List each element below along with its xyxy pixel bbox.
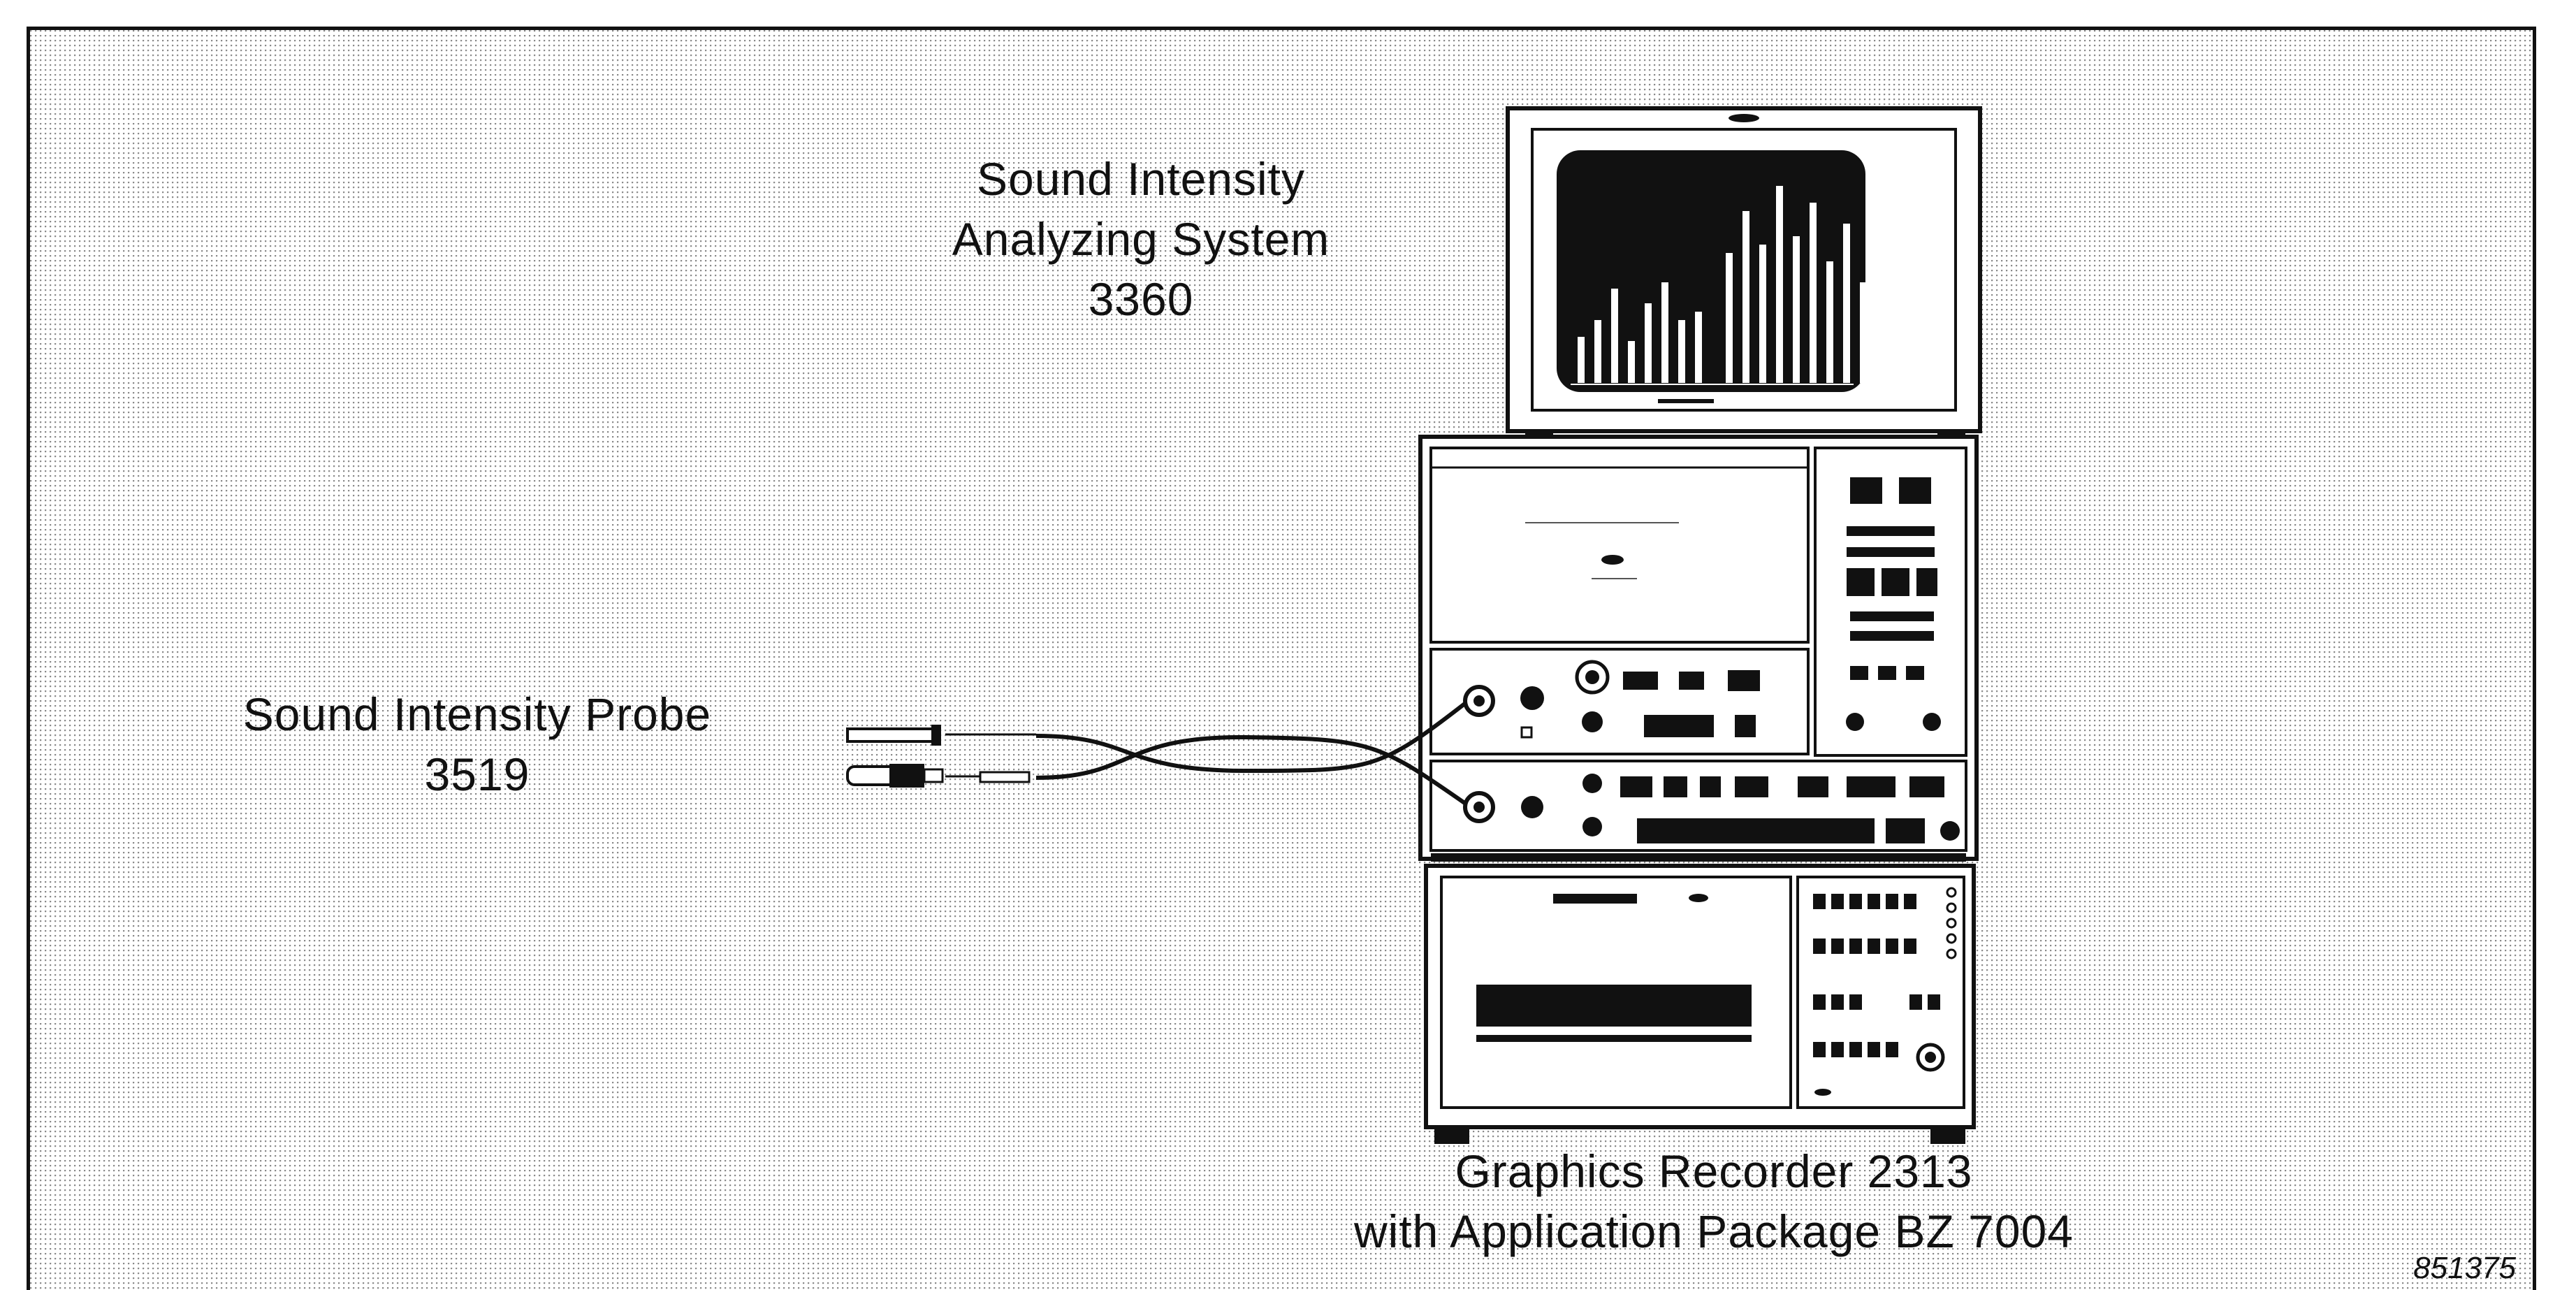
keypad-key	[1831, 994, 1844, 1010]
sound-intensity-probe	[846, 725, 1036, 788]
spectrum-bar	[1826, 261, 1833, 383]
figure-frame: Sound Intensity Analyzing System 3360 So…	[27, 27, 2536, 1290]
equipment-illustration	[846, 106, 1982, 1144]
monitor-screen	[1557, 150, 1865, 392]
spectrum-bar	[1776, 186, 1783, 383]
probe-label: Sound Intensity Probe 3519	[191, 684, 764, 804]
keypad-key	[1849, 1042, 1862, 1057]
indicator-lamp	[1946, 887, 1957, 898]
graphics-recorder	[1424, 864, 1976, 1144]
monitor-logo-icon	[1729, 114, 1759, 122]
analyzer-label-line2: Analyzing System	[952, 213, 1330, 265]
keypad-key	[1904, 894, 1916, 909]
keypad-key	[1928, 994, 1940, 1010]
paper-slot	[1476, 985, 1752, 1027]
keypad-key	[1849, 994, 1862, 1010]
spectrum-bar	[1611, 289, 1618, 383]
spectrum-bar	[1661, 282, 1668, 383]
keypad-key	[1886, 1042, 1898, 1057]
probe-cable	[1035, 700, 1468, 806]
keypad-key	[1849, 894, 1862, 909]
analyzer-label: Sound Intensity Analyzing System 3360	[820, 149, 1462, 329]
keypad-key	[1813, 938, 1826, 954]
probe-label-line1: Sound Intensity Probe	[242, 688, 712, 740]
recorder-label-line1: Graphics Recorder 2313	[1455, 1145, 1973, 1197]
keypad-key	[1904, 938, 1916, 954]
control-column	[1814, 447, 1967, 757]
probe-label-line2: 3519	[424, 748, 530, 800]
indicator-lamp	[1946, 918, 1957, 929]
display-monitor	[1506, 106, 1982, 447]
keypad-key	[1868, 1042, 1880, 1057]
spectrum-bar	[1742, 211, 1749, 383]
spectrum-bars	[1571, 186, 1867, 385]
keypad-key	[1831, 938, 1844, 954]
indicator-lamp	[1946, 948, 1957, 959]
keypad-key	[1886, 938, 1898, 954]
spectrum-bar	[1678, 320, 1685, 383]
cassette-module	[1429, 447, 1810, 644]
spectrum-bar	[1628, 341, 1635, 383]
spectrum-bar	[1726, 253, 1733, 383]
spectrum-bar	[1860, 282, 1867, 383]
keypad-key	[1831, 1042, 1844, 1057]
recorder-keypad	[1796, 876, 1965, 1109]
indicator-lamp	[1946, 933, 1957, 944]
keypad-key	[1831, 894, 1844, 909]
keypad-key	[1886, 894, 1898, 909]
recorder-label-line2: with Application Package BZ 7004	[1354, 1205, 2074, 1257]
analyzer-logo-icon	[1601, 555, 1624, 565]
keypad-key	[1909, 994, 1922, 1010]
keypad-key	[1813, 1042, 1826, 1057]
spectrum-bar	[1645, 303, 1652, 383]
spectrum-bar	[1695, 312, 1702, 383]
analyzer-label-line1: Sound Intensity	[977, 153, 1305, 205]
recorder-label: Graphics Recorder 2313 with Application …	[1218, 1141, 2210, 1261]
analyzer-label-line3: 3360	[1088, 273, 1194, 325]
spectrum-bar	[1759, 245, 1766, 383]
keypad-key	[1813, 894, 1826, 909]
spectrum-bar	[1578, 337, 1585, 383]
spectrum-bar	[1793, 236, 1800, 383]
keypad-key	[1813, 994, 1826, 1010]
keypad-key	[1868, 938, 1880, 954]
spectrum-bar	[1843, 224, 1850, 383]
indicator-lamp	[1946, 902, 1957, 913]
keypad-key	[1868, 894, 1880, 909]
spectrum-bar	[1810, 203, 1817, 383]
figure-number: 851375	[2413, 1251, 2516, 1285]
spectrum-bar	[1594, 320, 1601, 383]
keypad-key	[1849, 938, 1862, 954]
analyzer-rack	[1418, 435, 1979, 862]
